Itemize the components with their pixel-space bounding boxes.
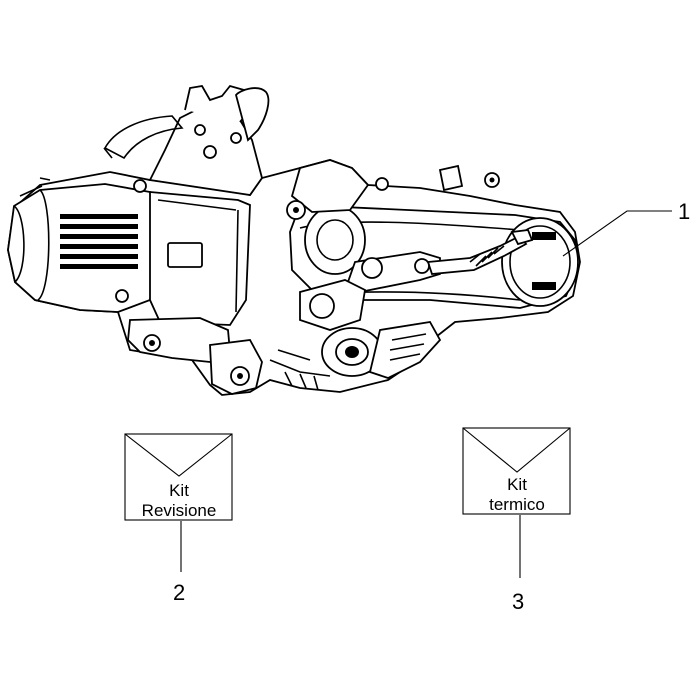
kit-termico-line1: Kit bbox=[507, 475, 527, 494]
kit-revisione-box: Kit Revisione bbox=[124, 433, 233, 521]
leader-line-part-1 bbox=[562, 210, 672, 257]
kit-revisione-line2: Revisione bbox=[142, 501, 217, 520]
rear-hub bbox=[321, 321, 442, 379]
cooling-grille bbox=[60, 214, 138, 269]
kit-termico-line2: termico bbox=[489, 495, 545, 514]
kit-revisione-line1: Kit bbox=[169, 481, 189, 500]
callout-number-1: 1 bbox=[678, 199, 690, 224]
callout-number-3: 3 bbox=[512, 589, 524, 614]
kickstart-lever bbox=[346, 229, 534, 293]
callout-number-2: 2 bbox=[173, 580, 185, 605]
kit-termico-box: Kit termico bbox=[462, 427, 571, 515]
engine-assembly-illustration bbox=[7, 84, 581, 396]
